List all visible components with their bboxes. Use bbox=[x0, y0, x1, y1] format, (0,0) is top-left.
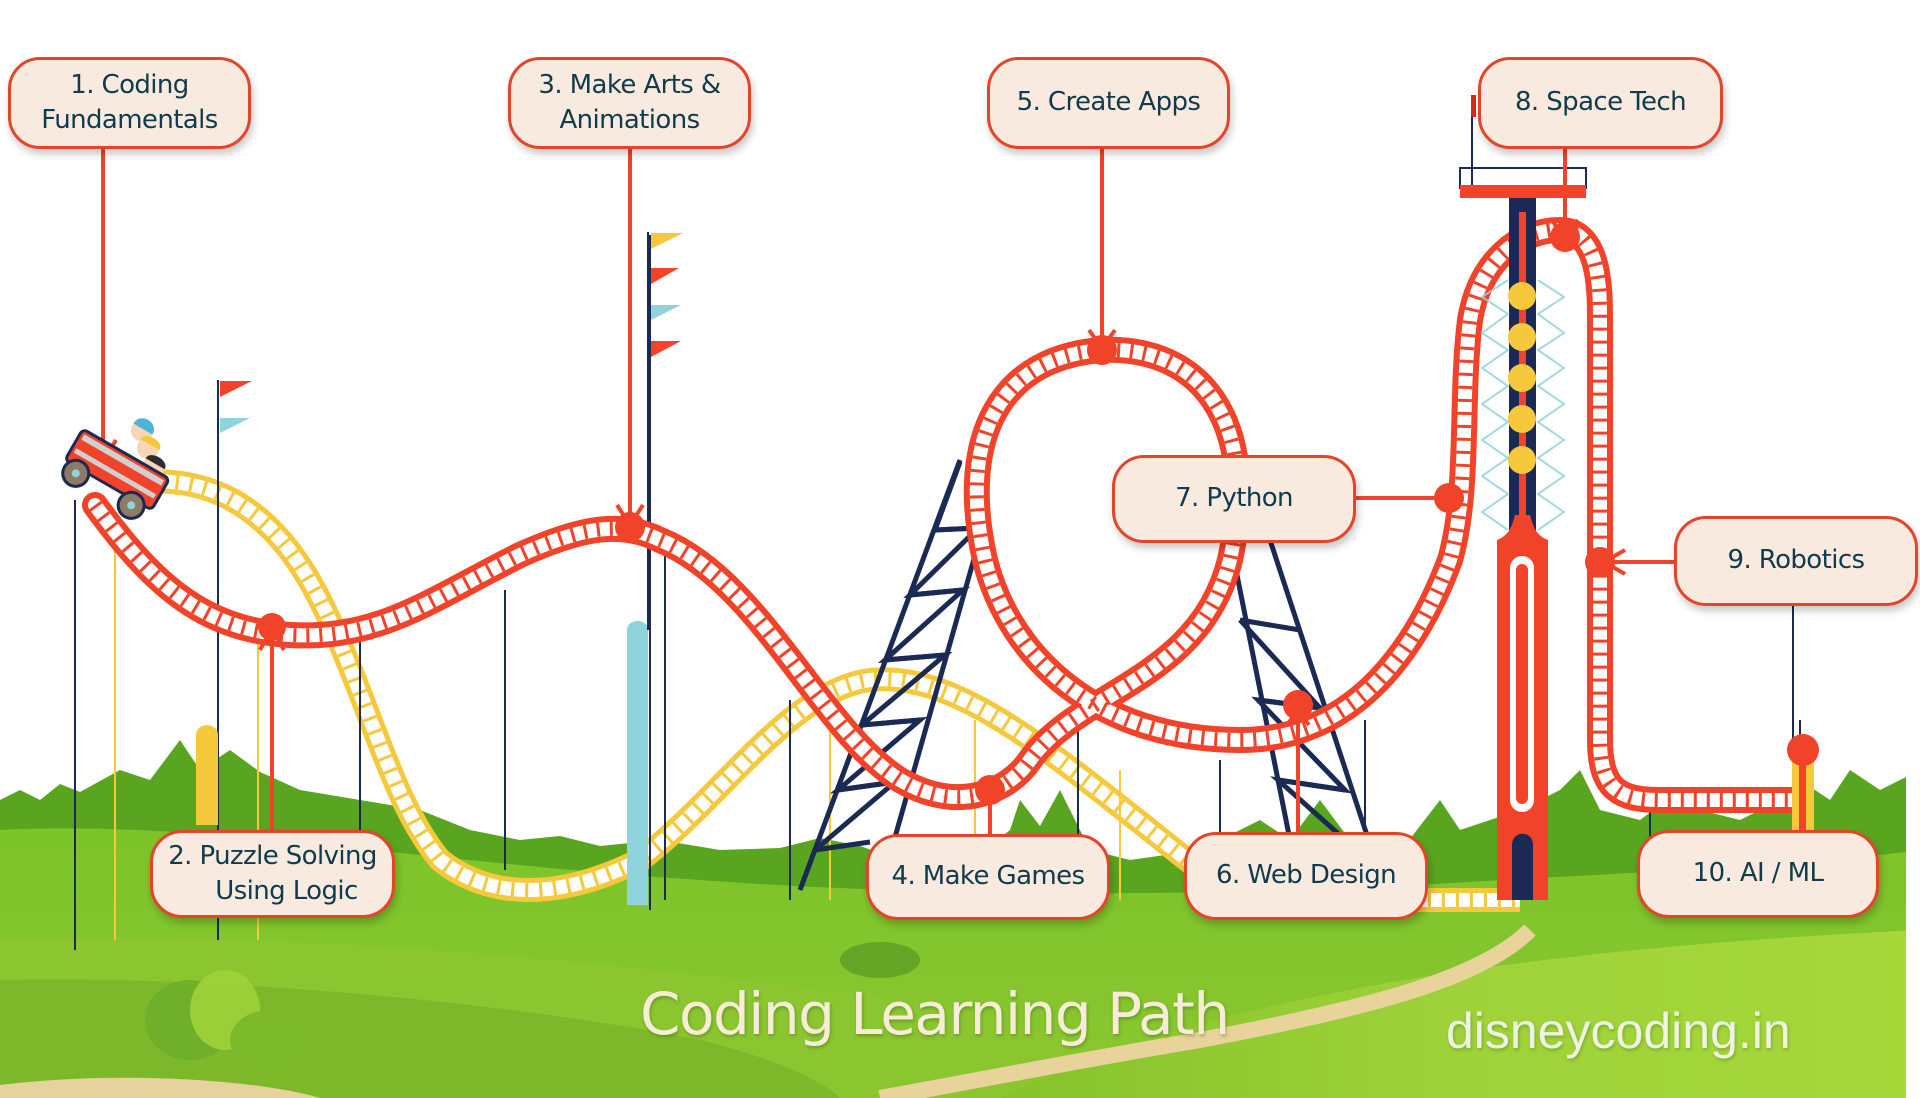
bush-cluster bbox=[145, 942, 920, 1070]
step-1-coding-fundamentals[interactable]: 1. Coding Fundamentals bbox=[8, 57, 251, 149]
step-label-line: 5. Create Apps bbox=[1016, 87, 1201, 118]
connectors bbox=[88, 148, 1676, 835]
ai-ml-pod bbox=[1787, 720, 1819, 840]
flag-red bbox=[220, 381, 252, 397]
step-label-line: 1. Coding bbox=[70, 69, 189, 100]
step-label-line: 6. Web Design bbox=[1216, 860, 1397, 891]
sand-path bbox=[878, 924, 1536, 1098]
diagram-title: Coding Learning Path bbox=[640, 980, 1230, 1048]
cyan-pillar bbox=[627, 621, 648, 905]
step-2-puzzle-solving[interactable]: 2. Puzzle Solving Using Logic bbox=[150, 830, 395, 918]
step-5-create-apps[interactable]: 5. Create Apps bbox=[987, 57, 1230, 149]
step-7-python[interactable]: 7. Python bbox=[1112, 455, 1356, 543]
step-3-make-arts-animations[interactable]: 3. Make Arts & Animations bbox=[508, 57, 751, 149]
flag-pole-center bbox=[647, 232, 683, 630]
red-track bbox=[82, 217, 1813, 813]
step-label-line: Animations bbox=[559, 105, 700, 135]
tower-lights bbox=[1508, 282, 1536, 474]
step-label-line: Fundamentals bbox=[41, 105, 218, 135]
step-label-line: 7. Python bbox=[1175, 483, 1293, 514]
step-label-line: 4. Make Games bbox=[891, 861, 1086, 892]
tower-door bbox=[1512, 833, 1533, 900]
step-label-line: 2. Puzzle Solving bbox=[168, 840, 377, 871]
step-label-line: 3. Make Arts & bbox=[538, 69, 721, 100]
step-label-line: 10. AI / ML bbox=[1692, 858, 1824, 889]
flag-yellow bbox=[651, 233, 683, 249]
yellow-pillar bbox=[196, 725, 218, 825]
tower-platform bbox=[1460, 185, 1586, 198]
step-10-ai-ml[interactable]: 10. AI / ML bbox=[1637, 830, 1879, 918]
step-label-line: 8. Space Tech bbox=[1514, 87, 1687, 118]
flag-cyan bbox=[651, 305, 681, 320]
step-8-space-tech[interactable]: 8. Space Tech bbox=[1478, 57, 1723, 149]
hill-right bbox=[1000, 930, 1920, 1098]
coaster-cart bbox=[61, 418, 170, 520]
flag-cyan bbox=[220, 418, 250, 433]
step-4-make-games[interactable]: 4. Make Games bbox=[866, 834, 1110, 920]
step-label-line: 9. Robotics bbox=[1727, 545, 1866, 576]
sand-path-left bbox=[0, 1077, 320, 1098]
decor-pillars bbox=[196, 232, 683, 905]
flag-pole-left bbox=[217, 380, 252, 640]
step-6-web-design[interactable]: 6. Web Design bbox=[1184, 832, 1428, 920]
step-label-line: Using Logic bbox=[215, 876, 358, 906]
website-watermark: disneycoding.in bbox=[1446, 1003, 1791, 1059]
flag-red bbox=[651, 341, 681, 357]
flag-red bbox=[651, 268, 679, 284]
step-9-robotics[interactable]: 9. Robotics bbox=[1674, 516, 1918, 606]
space-tower bbox=[1459, 95, 1587, 900]
tower-zigzag bbox=[1480, 279, 1566, 531]
